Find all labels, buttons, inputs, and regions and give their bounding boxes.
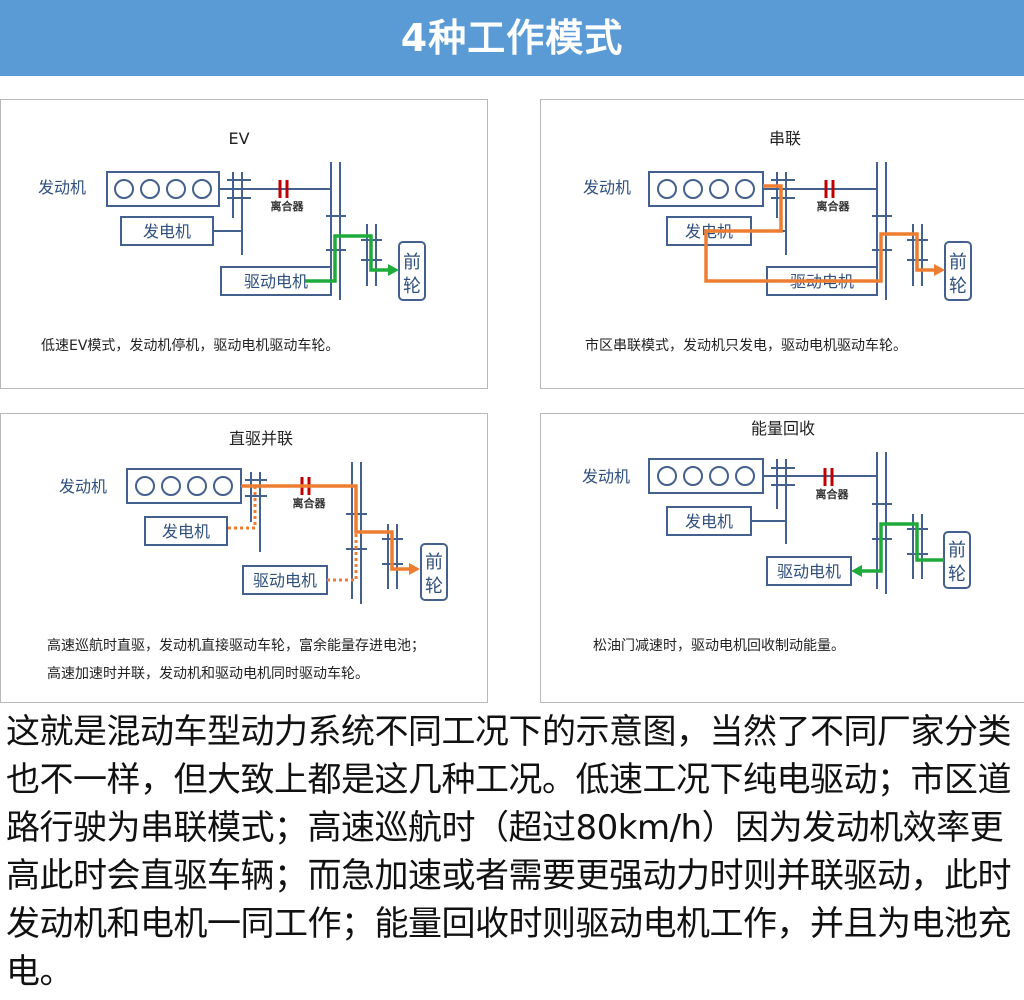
cylinder-icon bbox=[135, 476, 155, 496]
summary-text: 这就是混动车型动力系统不同工况下的示意图，当然了不同厂家分类也不一样，但大致上都… bbox=[6, 712, 1012, 992]
engine-label: 发动机 bbox=[38, 178, 86, 197]
engine-flow-path bbox=[704, 184, 937, 283]
cylinder-icon bbox=[192, 179, 212, 199]
engine-label: 发动机 bbox=[582, 467, 630, 486]
front-wheel-label: 前 bbox=[403, 252, 421, 273]
electric-flow-path bbox=[861, 522, 944, 573]
front-wheel-label: 前 bbox=[949, 252, 967, 273]
engine-flow-path bbox=[241, 484, 411, 571]
cylinder-icon bbox=[735, 179, 755, 199]
cylinder-icon bbox=[161, 476, 181, 496]
panel-title: 直驱并联 bbox=[229, 429, 293, 448]
cylinder-icon bbox=[187, 476, 207, 496]
generator-label: 发电机 bbox=[143, 222, 191, 241]
front-wheel-box bbox=[944, 241, 972, 301]
cylinder-icon bbox=[657, 179, 677, 199]
panel-description: 市区串联模式，发动机只发电，驱动电机驱动车轮。 bbox=[585, 337, 907, 354]
engine-label: 发动机 bbox=[583, 178, 631, 197]
drive-motor-box bbox=[766, 556, 852, 586]
header-banner: 4种工作模式 bbox=[0, 0, 1024, 76]
arrow-icon bbox=[409, 563, 420, 575]
drive-motor-label: 驱动电机 bbox=[777, 562, 841, 581]
front-wheel-label: 轮 bbox=[403, 276, 421, 297]
panel-description: 低速EV模式，发动机停机，驱动电机驱动车轮。 bbox=[41, 337, 339, 354]
front-wheel-label: 轮 bbox=[949, 276, 967, 297]
cylinder-icon bbox=[709, 179, 729, 199]
page-title: 4种工作模式 bbox=[400, 16, 624, 60]
cylinder-icon bbox=[657, 466, 677, 486]
arrow-icon bbox=[934, 264, 945, 276]
diagram-series: 串联 发动机 发电机 驱动电机 离合器 前 bbox=[583, 129, 972, 354]
panel-parallel: 直驱并联 发动机 发电机 驱动电机 离合器 前 轮 bbox=[0, 413, 488, 703]
generator-box bbox=[120, 216, 214, 246]
front-wheel-label: 轮 bbox=[425, 576, 443, 597]
cylinder-icon bbox=[166, 179, 186, 199]
generator-box bbox=[144, 516, 228, 546]
panel-description: 松油门减速时，驱动电机回收制动能量。 bbox=[593, 638, 845, 654]
cylinder-icon bbox=[140, 179, 160, 199]
drive-motor-label: 驱动电机 bbox=[244, 272, 308, 291]
clutch-label: 离合器 bbox=[817, 199, 851, 213]
cylinder-icon bbox=[709, 466, 729, 486]
cylinder-icon bbox=[114, 179, 134, 199]
generator-label: 发电机 bbox=[162, 522, 210, 541]
cylinder-icon bbox=[735, 466, 755, 486]
arrow-icon bbox=[388, 264, 399, 276]
clutch-label: 离合器 bbox=[271, 199, 305, 213]
clutch-label: 离合器 bbox=[293, 496, 327, 510]
arrow-icon bbox=[851, 565, 862, 577]
diagram-parallel: 直驱并联 发动机 发电机 驱动电机 离合器 前 轮 bbox=[47, 429, 448, 682]
panel-description: 高速巡航时直驱，发动机直接驱动车轮，富余能量存进电池； bbox=[47, 637, 425, 654]
engine-label: 发动机 bbox=[59, 477, 107, 496]
cylinder-icon bbox=[683, 466, 703, 486]
front-wheel-box bbox=[420, 543, 448, 601]
panel-series: 串联 发动机 发电机 驱动电机 离合器 前 bbox=[540, 99, 1024, 389]
front-wheel-label: 轮 bbox=[948, 564, 966, 585]
clutch-label: 离合器 bbox=[816, 487, 850, 501]
panel-energy-recovery: 能量回收 发动机 发电机 驱动电机 离合器 bbox=[540, 413, 1024, 703]
panel-title: 串联 bbox=[769, 129, 801, 148]
front-wheel-label: 前 bbox=[425, 552, 443, 573]
drive-motor-box bbox=[242, 565, 328, 595]
drive-motor-label: 驱动电机 bbox=[253, 571, 317, 590]
panel-description: 高速加速时并联，发动机和驱动电机同时驱动车轮。 bbox=[47, 665, 369, 682]
diagram-ev: EV 发动机 发电机 驱动电机 离合器 前 bbox=[38, 129, 426, 354]
cylinder-icon bbox=[213, 476, 233, 496]
charging-flow-path bbox=[227, 486, 257, 530]
electric-flow-path bbox=[305, 234, 391, 283]
panel-ev: EV 发动机 发电机 驱动电机 离合器 前 bbox=[0, 99, 488, 389]
diagram-energy-recovery: 能量回收 发动机 发电机 驱动电机 离合器 bbox=[582, 419, 971, 654]
generator-label: 发电机 bbox=[685, 512, 733, 531]
front-wheel-label: 前 bbox=[948, 540, 966, 561]
cylinder-icon bbox=[683, 179, 703, 199]
motor-assist-flow-path bbox=[327, 532, 358, 582]
panel-title: 能量回收 bbox=[751, 419, 815, 438]
front-wheel-box bbox=[398, 241, 426, 301]
panel-title: EV bbox=[228, 129, 249, 148]
